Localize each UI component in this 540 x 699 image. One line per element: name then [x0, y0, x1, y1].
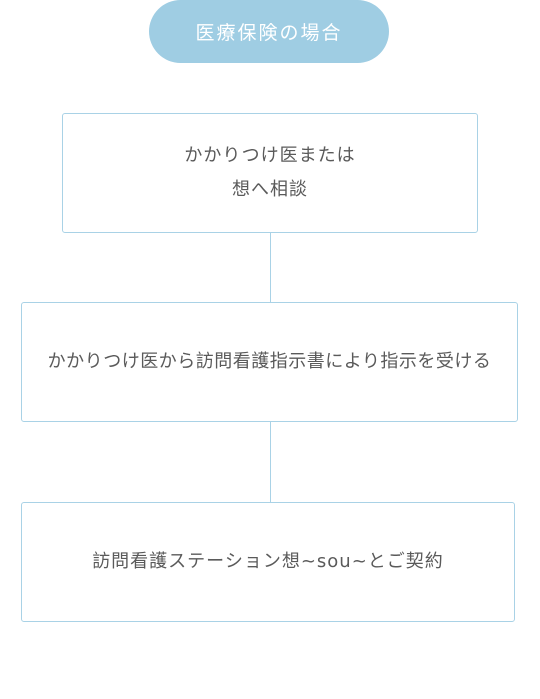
step-2-line-1: かかりつけ医から訪問看護指示書により指示を受ける: [47, 351, 492, 372]
header-label: 医療保険の場合: [195, 22, 343, 44]
header-pill: 医療保険の場合: [149, 0, 389, 63]
step-3-line-1: 訪問看護ステーション想~sou~とご契約: [92, 551, 444, 572]
flow-step-3: 訪問看護ステーション想~sou~とご契約: [21, 502, 515, 622]
flow-connector-1: [270, 233, 271, 302]
step-1-line-1: かかりつけ医または: [184, 145, 356, 166]
flow-step-1: かかりつけ医または 想へ相談: [62, 113, 478, 233]
flow-step-2: かかりつけ医から訪問看護指示書により指示を受ける: [21, 302, 518, 422]
flow-connector-2: [270, 422, 271, 502]
step-1-line-2: 想へ相談: [232, 179, 308, 200]
